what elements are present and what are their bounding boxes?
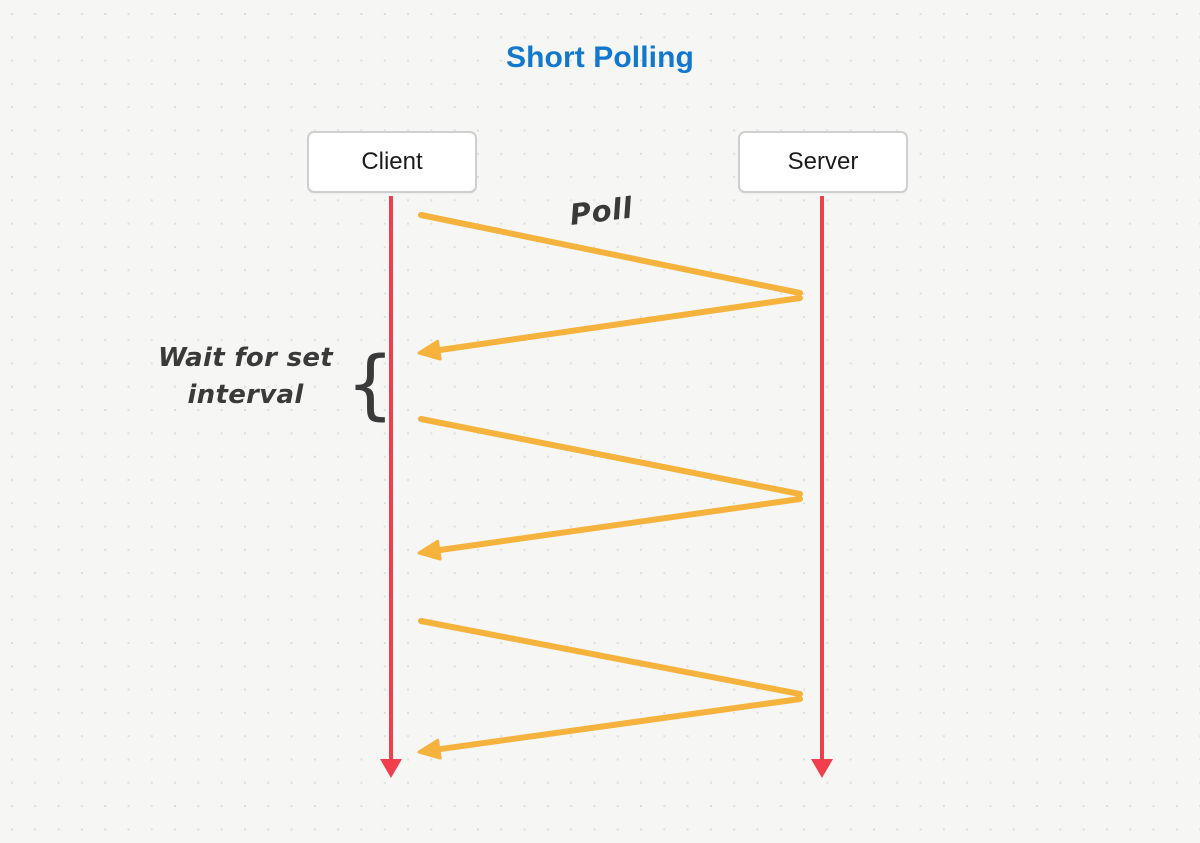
lifeline-arrowhead-server xyxy=(811,759,833,778)
page-title: Short Polling xyxy=(506,41,694,74)
wait-interval-line-1: Wait for set xyxy=(157,343,334,373)
message-response-1 xyxy=(417,295,803,361)
message-response-1-arrowhead xyxy=(417,339,442,361)
participant-label-client: Client xyxy=(361,148,423,175)
lifeline-arrowhead-client xyxy=(380,759,402,778)
participant-box-client[interactable]: Client xyxy=(307,131,477,193)
wait-interval-line-2: interval xyxy=(187,379,304,410)
message-response-3-arrowhead xyxy=(417,738,442,760)
message-request-1 xyxy=(418,212,803,296)
participant-box-server[interactable]: Server xyxy=(738,131,908,193)
message-response-2-arrowhead xyxy=(417,539,442,561)
participant-label-server: Server xyxy=(787,148,859,175)
message-response-2 xyxy=(417,496,803,561)
curly-brace-icon: { xyxy=(346,339,395,428)
message-request-2 xyxy=(418,416,803,497)
wait-interval-annotation: Wait for set interval xyxy=(148,340,343,414)
message-request-3 xyxy=(418,618,803,697)
message-response-3 xyxy=(417,696,803,760)
lifeline-client xyxy=(380,196,402,778)
lifeline-server xyxy=(811,196,833,778)
